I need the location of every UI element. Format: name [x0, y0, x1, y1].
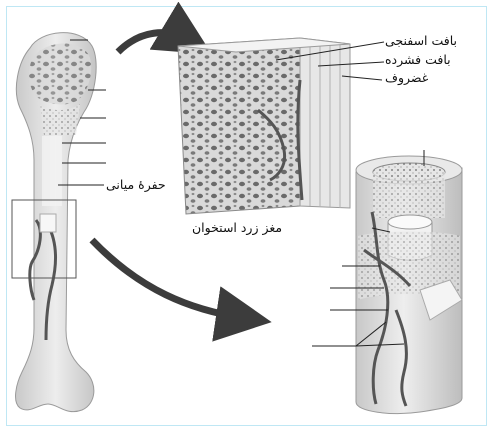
label-compact-tissue: بافت فشرده — [385, 52, 451, 67]
spongy-tissue-block — [178, 38, 350, 214]
long-bone — [12, 33, 96, 412]
arrow-to-spongy — [118, 33, 188, 52]
label-medullary-cavity: حفرهٔ میانی — [106, 177, 166, 192]
label-yellow-marrow: مغز زرد استخوان — [192, 220, 282, 235]
cross-section-cylinder — [356, 156, 462, 414]
arrow-to-cross-section — [92, 240, 244, 318]
label-spongy-tissue: بافت اسفنجی — [385, 33, 457, 48]
spongy-head — [29, 43, 91, 104]
label-cartilage: غضروف — [385, 70, 428, 85]
